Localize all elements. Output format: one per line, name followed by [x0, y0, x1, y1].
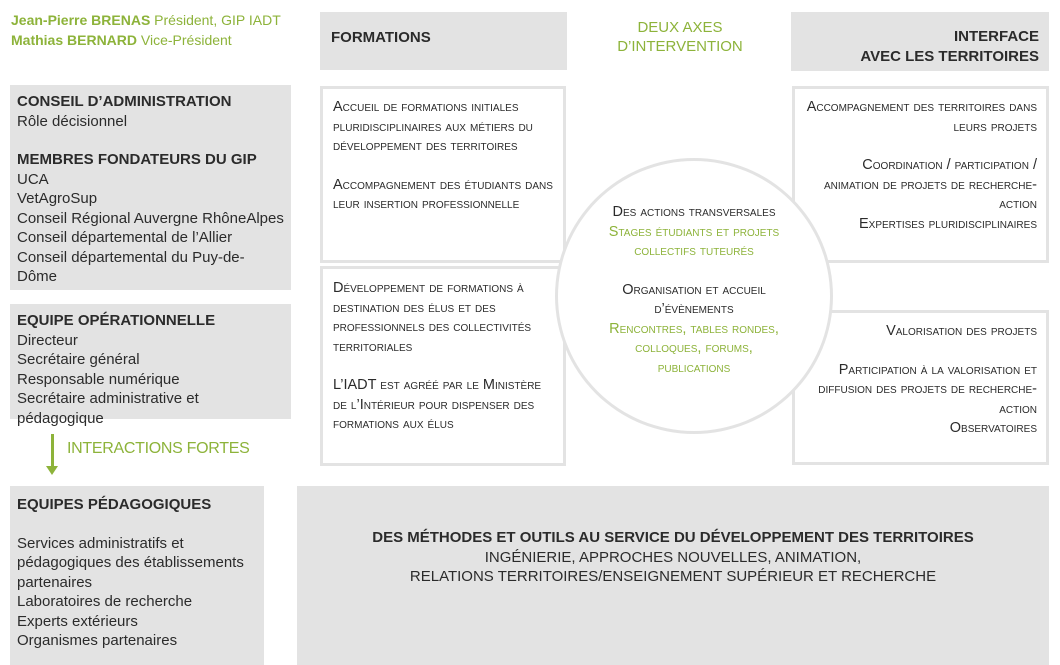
interface-title-line: INTERFACE [953, 28, 1039, 45]
formations-box-initial: Accueil de formations initiales pluridis… [320, 86, 566, 263]
fondateur-item: VetAgroSup [17, 190, 98, 207]
formations-header: FORMATIONS [320, 12, 567, 70]
methods-panel: DES MÉTHODES ET OUTILS AU SERVICE DU DÉV… [297, 486, 1049, 665]
ops-item: Secrétaire général [17, 351, 140, 368]
peda-title: EQUIPES PÉDAGOGIQUES [17, 496, 212, 513]
arrow-down-icon [46, 466, 58, 475]
axes-label: DEUX AXES D’INTERVENTION [596, 18, 764, 56]
methods-line: RELATIONS TERRITOIRES/ENSEIGNEMENT SUPÉR… [409, 568, 937, 585]
officer-name: Jean-Pierre BRENAS [11, 12, 151, 28]
fondateur-item: Conseil Régional Auvergne RhôneAlpes [17, 209, 284, 227]
ops-team-panel: EQUIPE OPÉRATIONNELLE Directeur Secrétai… [10, 304, 291, 427]
interface-text: Coordination / participation / animation… [824, 157, 1037, 212]
formations-title: FORMATIONS [331, 29, 431, 46]
circle-highlight: Stages étudiants et projets collectifs t… [608, 223, 780, 260]
officer-vice-president: Mathias BERNARD Vice-Président [11, 30, 281, 50]
peda-item: Services administratifs et pédagogiques … [17, 534, 244, 591]
interface-box-valorisation: Valorisation des projets Participation à… [792, 310, 1049, 465]
governance-panel: CONSEIL D’ADMINISTRATION Rôle décisionne… [10, 85, 291, 290]
ca-title: CONSEIL D’ADMINISTRATION [17, 93, 232, 110]
arrow-down-line [51, 434, 54, 468]
methods-line: INGÉNIERIE, APPROCHES NOUVELLES, ANIMATI… [484, 548, 862, 566]
interface-text: Accompagnement des territoires dans leur… [806, 99, 1037, 135]
methods-title: DES MÉTHODES ET OUTILS AU SERVICE DU DÉV… [372, 529, 974, 546]
interface-box-accompagnement: Accompagnement des territoires dans leur… [792, 86, 1049, 263]
ops-item: Directeur [17, 331, 78, 349]
interactions-label: INTERACTIONS FORTES [67, 440, 250, 457]
formation-text: Accompagnement des étudiants dans leur i… [333, 176, 553, 213]
interface-title-line: AVEC LES TERRITOIRES [860, 48, 1039, 65]
interface-text: Participation à la valorisation et diffu… [818, 361, 1037, 417]
fondateur-item: UCA [17, 170, 49, 188]
peda-item: Experts extérieurs [17, 612, 138, 630]
circle-title: Des actions transversales [612, 204, 776, 220]
interface-text: Valorisation des projets [886, 323, 1037, 339]
formations-box-elus: Développement de formations à destinatio… [320, 266, 566, 466]
circle-title: Organisation et accueil d’évènements [622, 281, 766, 318]
fondateur-item: Conseil départemental de l’Allier [17, 229, 233, 246]
fondateur-item: Conseil départemental du Puy-de-Dôme [17, 248, 245, 286]
ops-item: Responsable numérique [17, 370, 180, 388]
interface-text: Expertises pluridisciplinaires [858, 215, 1037, 232]
formation-text: L’IADT est agréé par le Ministère de l’I… [333, 377, 542, 432]
officer-name: Mathias BERNARD [11, 32, 138, 48]
central-circle: Des actions transversales Stages étudian… [555, 158, 833, 434]
interface-header: INTERFACE AVEC LES TERRITOIRES [791, 12, 1049, 71]
peda-item: Laboratoires de recherche [17, 593, 193, 610]
officer-president: Jean-Pierre BRENAS Président, GIP IADT [11, 10, 281, 30]
ops-title: EQUIPE OPÉRATIONNELLE [17, 312, 216, 329]
ca-role: Rôle décisionnel [17, 112, 128, 130]
circle-highlight: Rencontres, tables rondes, colloques, fo… [609, 320, 779, 376]
teaching-teams-panel: EQUIPES PÉDAGOGIQUES Services administra… [10, 486, 264, 665]
peda-item: Organismes partenaires [17, 632, 178, 649]
axes-line: D’INTERVENTION [617, 38, 743, 55]
formation-text: Développement de formations à destinatio… [333, 280, 532, 355]
officer-role: Président, GIP IADT [154, 12, 281, 28]
ops-item: Secrétaire administrative et pédagogique [17, 390, 199, 427]
officer-role: Vice-Président [140, 32, 232, 48]
interactions-connector: INTERACTIONS FORTES [44, 430, 294, 478]
axes-line: DEUX AXES [637, 19, 723, 36]
formation-text: Accueil de formations initiales pluridis… [333, 99, 533, 154]
interface-text: Observatoires [949, 420, 1037, 436]
officers: Jean-Pierre BRENAS Président, GIP IADT M… [11, 10, 281, 50]
fondateurs-title: MEMBRES FONDATEURS DU GIP [17, 151, 257, 168]
